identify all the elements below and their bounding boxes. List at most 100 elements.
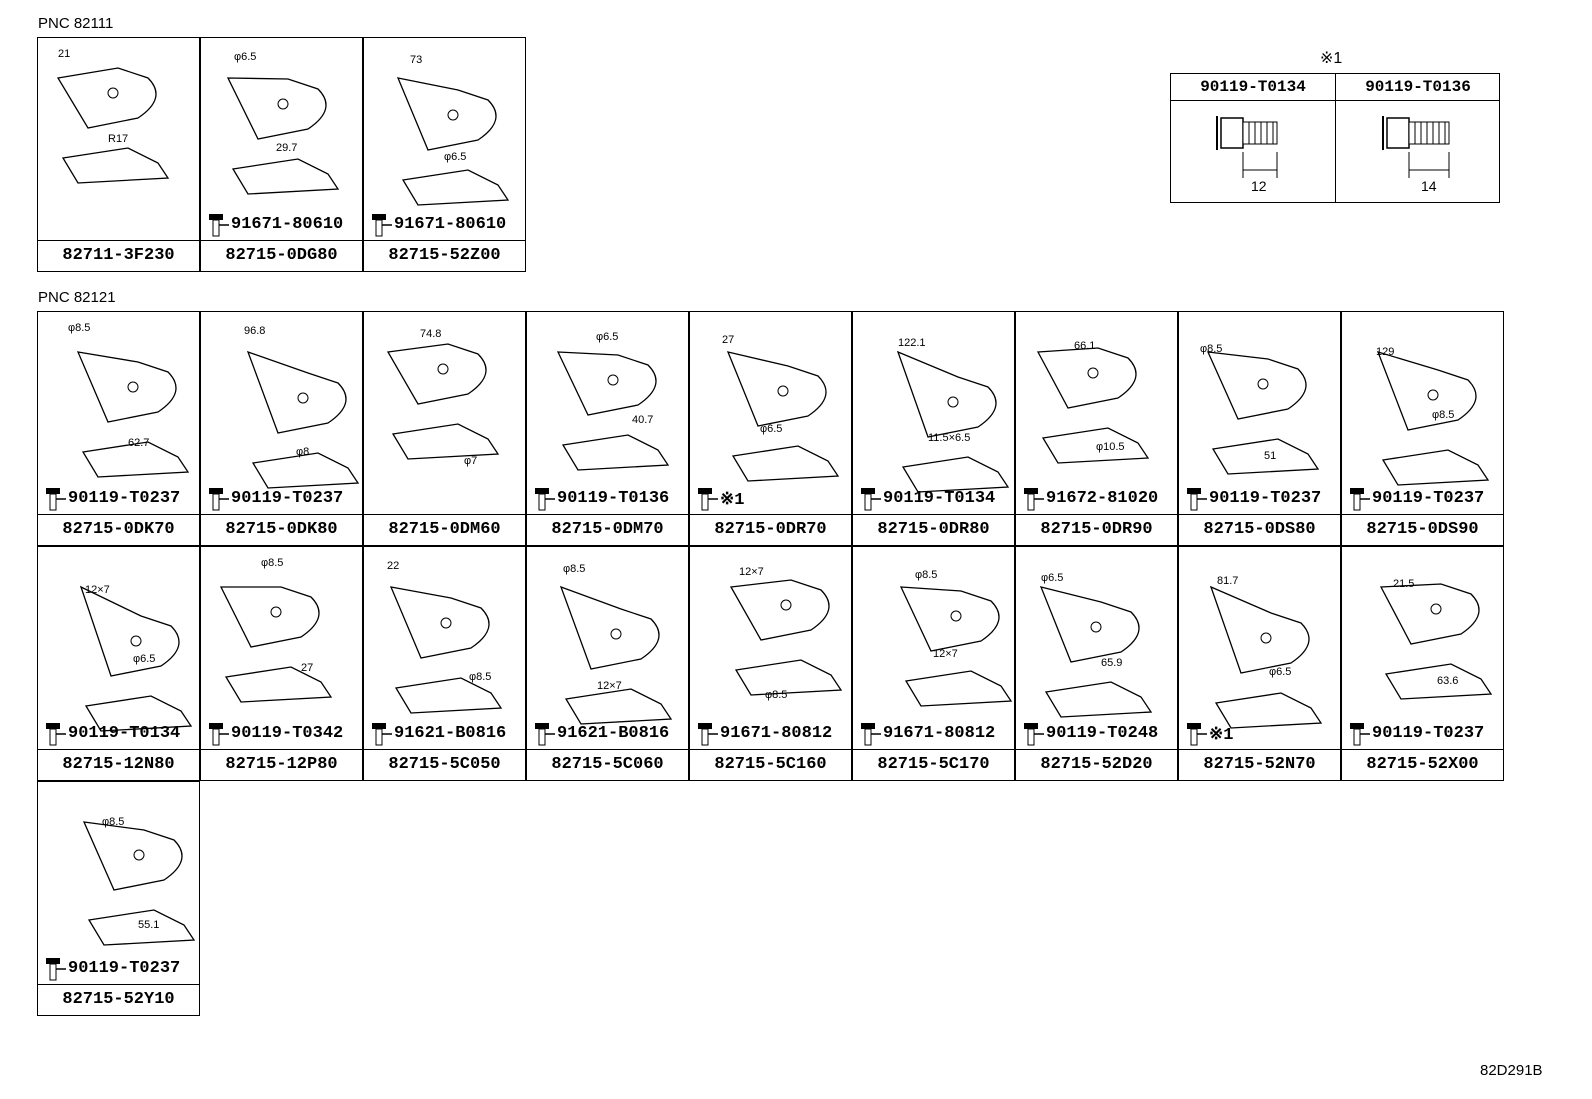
bracket-drawing <box>899 586 1013 707</box>
footnote-col-2-length: 14 <box>1421 178 1437 194</box>
bracket-side-view <box>1384 663 1493 700</box>
bolt-row: 90119-T0136 <box>533 487 693 511</box>
bolt-row: 91672-81020 <box>1022 487 1182 511</box>
bolt-icon <box>209 488 229 511</box>
bolt-part-number: 91672-81020 <box>1046 489 1159 508</box>
part-number: 82715-0DM60 <box>364 514 525 545</box>
dimension-label: φ8.5 <box>1432 409 1455 421</box>
bracket-outline <box>226 77 327 140</box>
footnote-divider <box>1335 74 1336 202</box>
figure-code: 82D291B <box>1480 1062 1543 1079</box>
bracket-drawing <box>386 343 500 460</box>
bolt-part-number: 91671-80610 <box>394 215 507 234</box>
bracket-drawing <box>246 350 360 489</box>
bolt-hole <box>107 87 119 99</box>
bolt-hole <box>127 381 139 393</box>
bolt-hole <box>947 396 959 408</box>
bracket-drawing <box>82 821 196 946</box>
bolt-icon <box>1350 488 1370 511</box>
footnote-bolt-table: 90119-T0134 90119-T0136 12 14 <box>1170 73 1500 203</box>
bolt-part-number: 90119-T0134 <box>68 724 181 743</box>
bolt-icon <box>535 488 555 511</box>
bolt-icon <box>372 214 392 237</box>
bracket-outline <box>1209 585 1310 674</box>
dimension-label: 40.7 <box>632 414 654 426</box>
dimension-label: 122.1 <box>898 337 926 349</box>
bolt-part-number: 90119-T0248 <box>1046 724 1159 743</box>
bracket-outline <box>1206 351 1307 420</box>
bracket-side-view <box>394 677 503 714</box>
dimension-label: φ6.5 <box>234 51 257 63</box>
dimension-label: 21.5 <box>1393 578 1415 590</box>
bracket-outline <box>1036 347 1137 409</box>
dimension-label: φ6.5 <box>596 331 619 343</box>
bolt-icon <box>698 723 718 746</box>
bolt-hole <box>130 635 142 647</box>
part-number: 82715-5C050 <box>364 749 525 780</box>
bolt-part-number: 91621-B0816 <box>557 724 670 743</box>
bracket-outline <box>79 585 180 677</box>
bracket-outline <box>386 343 487 405</box>
bolt-icon <box>1024 488 1044 511</box>
dimension-label: 73 <box>410 54 423 66</box>
bolt-hole <box>1087 367 1099 379</box>
bolt-icon <box>46 958 66 981</box>
bolt-row: 90119-T0134 <box>859 487 1019 511</box>
pnc-label-82121: PNC 82121 <box>38 289 116 306</box>
part-number: 82715-0DK70 <box>38 514 199 545</box>
dimension-label: 129 <box>1376 346 1395 358</box>
part-number: 82715-5C160 <box>690 749 851 780</box>
part-number: 82715-5C170 <box>853 749 1014 780</box>
part-number: 82715-5C060 <box>527 749 688 780</box>
bolt-hole <box>607 374 619 386</box>
bolt-hole <box>297 392 309 404</box>
bolt-icon <box>1187 723 1207 746</box>
bolt-hole <box>1430 603 1442 615</box>
footnote-bolt-drawings <box>1216 116 1450 178</box>
part-number: 82715-0DR70 <box>690 514 851 545</box>
bolt-hole <box>1427 389 1439 401</box>
bolt-row: 90119-T0237 <box>207 487 367 511</box>
footnote-col-2-part: 90119-T0136 <box>1336 74 1500 101</box>
dimension-label: φ8.5 <box>469 671 492 683</box>
bracket-drawing <box>1376 350 1490 486</box>
dimension-label: 12×7 <box>597 680 622 692</box>
bolt-row: 90119-T0342 <box>207 722 367 746</box>
bolt-14-icon <box>1382 116 1450 178</box>
part-number: 82715-0DM70 <box>527 514 688 545</box>
part-number: 82711-3F230 <box>38 240 199 271</box>
bracket-side-view <box>61 147 170 184</box>
bolt-hole <box>950 610 962 622</box>
dimension-label: 27 <box>722 334 735 346</box>
dimension-label: φ8.5 <box>765 689 788 701</box>
bolt-part-number: 90119-T0237 <box>1209 489 1322 508</box>
dimension-label: 81.7 <box>1217 575 1239 587</box>
dimension-label: 62.7 <box>128 437 150 449</box>
dimension-label: φ7 <box>464 455 478 467</box>
bracket-outline <box>729 579 830 641</box>
bolt-part-number: 90119-T0237 <box>68 489 181 508</box>
dimension-label: φ6.5 <box>1269 666 1292 678</box>
dimension-label: φ6.5 <box>760 423 783 435</box>
dimension-label: 29.7 <box>276 142 298 154</box>
bracket-outline <box>726 351 827 427</box>
bolt-row: 90119-T0237 <box>1185 487 1345 511</box>
bracket-side-view <box>391 423 500 460</box>
bolt-icon <box>698 488 718 511</box>
dimension-label: 65.9 <box>1101 657 1123 669</box>
dimension-label: 12×7 <box>739 566 764 578</box>
bolt-part-number: ※1 <box>1209 726 1234 745</box>
bracket-drawing <box>79 585 193 732</box>
bracket-side-view <box>564 688 673 725</box>
dimension-label: 12×7 <box>85 584 110 596</box>
